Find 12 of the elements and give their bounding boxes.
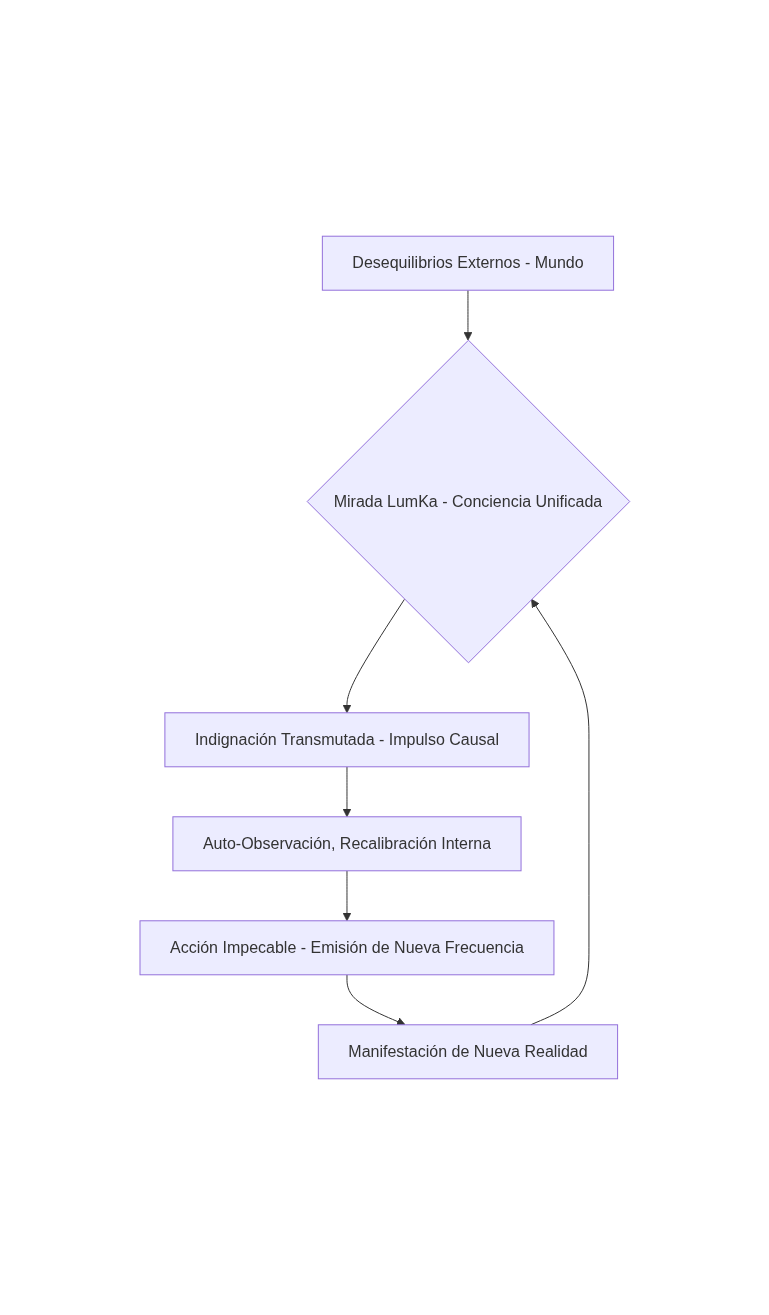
arrow [463, 289, 472, 341]
node-box: Manifestación de Nueva Realidad [317, 1024, 618, 1080]
node-box: Acción Impecable - Emisión de Nueva Frecuencia [139, 920, 555, 976]
node-box: Desequilibrios Externos - Mundo [321, 235, 614, 291]
node-box: Indignación Transmutada - Impulso Causal [164, 712, 530, 768]
node-diamond: Mirada LumKa - Conciencia Unificada [306, 339, 630, 664]
arrow [346, 974, 406, 1026]
arrow [529, 598, 590, 1026]
arrow [342, 870, 351, 922]
node-box: Auto-Observación, Recalibración Interna [172, 816, 522, 872]
arrow [342, 766, 351, 818]
arrow [342, 598, 405, 714]
